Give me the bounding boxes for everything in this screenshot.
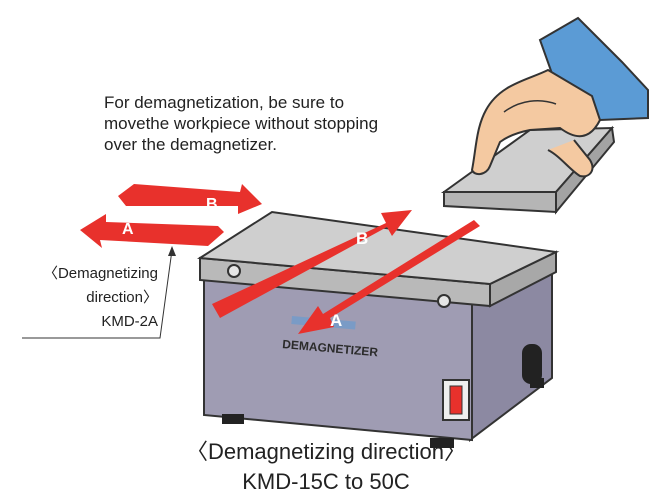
instruction-line-1: For demagnetization, be sure to: [104, 93, 345, 112]
screw-right: [437, 294, 451, 308]
demagnetizer-device: DEMAGNETIZER: [196, 210, 560, 448]
foot-right: [530, 378, 544, 388]
small-caption-line-2: direction〉: [86, 289, 158, 306]
arrow-a-small: [80, 214, 224, 248]
foot-middle: [430, 438, 454, 448]
workpiece-front: [443, 191, 557, 214]
hand-palm: [470, 68, 602, 176]
finger-line: [503, 99, 557, 113]
power-switch-rocker: [449, 385, 463, 415]
foot-left: [222, 414, 244, 424]
arrow-a-small-label: A: [122, 221, 134, 238]
arrow-a-large: [298, 220, 480, 334]
instruction-note: For demagnetization, be sure to movethe …: [104, 92, 464, 155]
caption-leader-line: [22, 249, 173, 339]
large-model-arrows: B A: [212, 210, 480, 334]
small-caption-line-3: KMD-2A: [101, 313, 158, 330]
hand: [470, 16, 649, 178]
large-caption-line-2: KMD-15C to 50C: [242, 469, 410, 494]
large-model-caption: 〈Demagnetizing direction〉 KMD-15C to 50C: [0, 437, 652, 497]
arrow-b-large-label: B: [356, 229, 368, 248]
arrow-b-small-label: B: [206, 196, 218, 213]
small-model-arrows: B A: [80, 184, 262, 248]
instruction-line-2: movethe workpiece without stopping: [104, 114, 379, 133]
screw-left: [227, 264, 241, 278]
arrow-a-large-label: A: [330, 311, 342, 330]
small-caption-line-1: 〈Demagnetizing: [42, 265, 158, 282]
arrow-b-small: [118, 184, 262, 214]
small-model-caption: 〈Demagnetizing direction〉 KMD-2A: [8, 262, 158, 334]
arrow-b-large: [212, 210, 412, 318]
instruction-line-3: over the demagnetizer.: [104, 135, 277, 154]
large-caption-line-1: 〈Demagnetizing direction〉: [185, 439, 467, 464]
hand-thumb: [547, 139, 594, 178]
side-handle: [522, 344, 542, 384]
caption-leader-arrowhead: [168, 246, 176, 256]
